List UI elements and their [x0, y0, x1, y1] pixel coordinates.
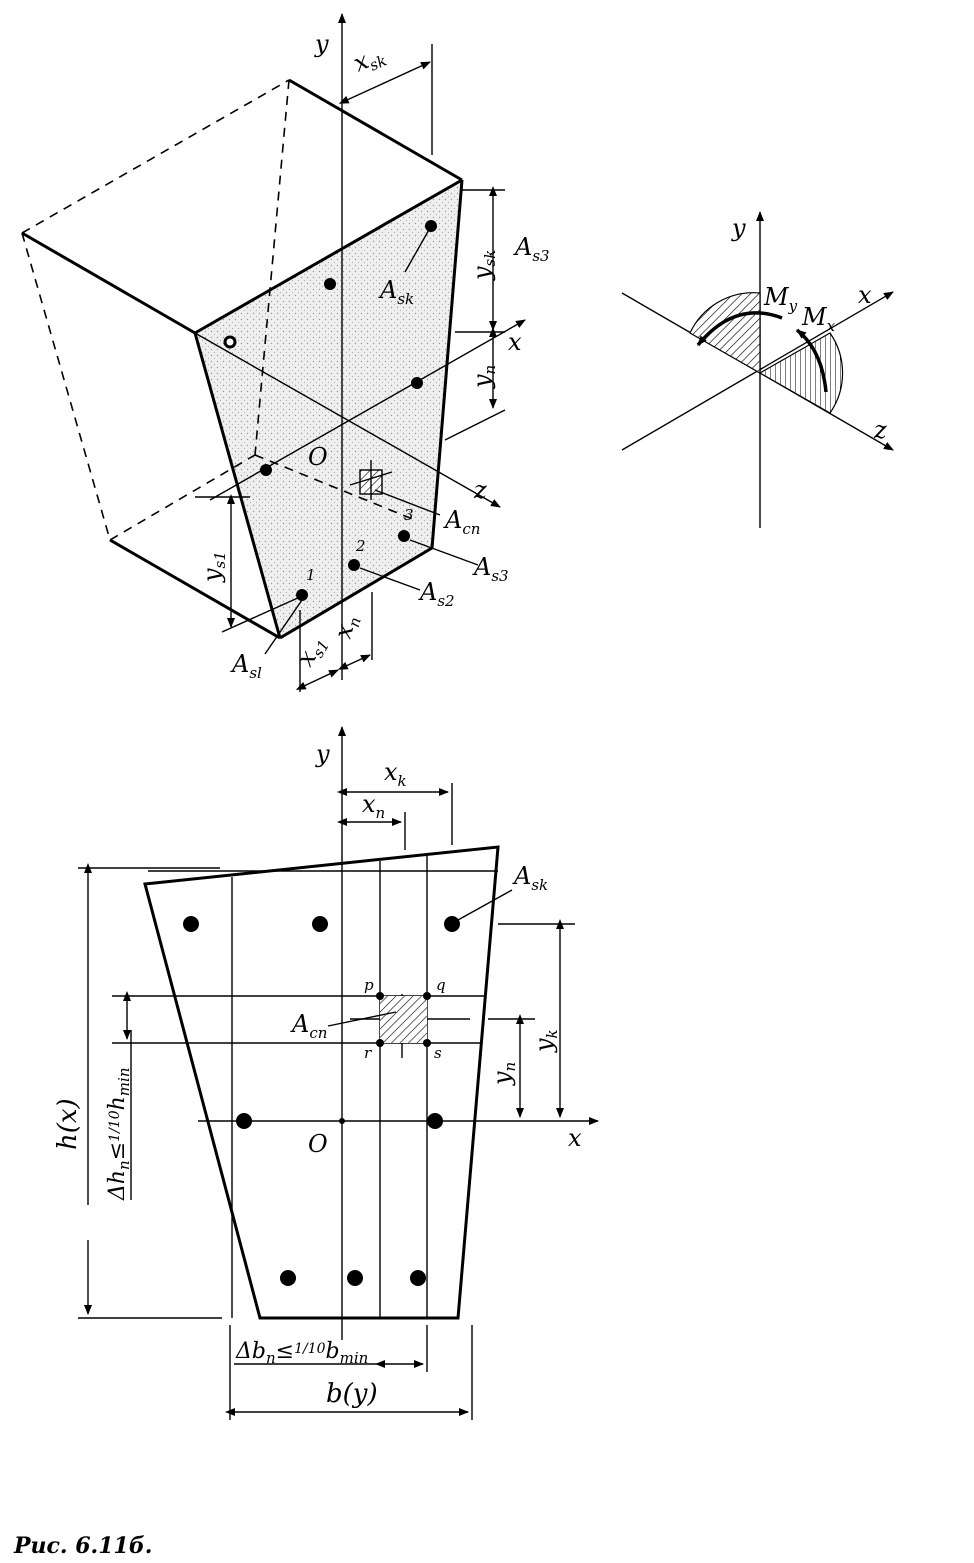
- iso-origin-label: O: [308, 443, 328, 471]
- point-p: [376, 992, 384, 1000]
- rebar-top-left: [223, 335, 237, 349]
- iso-n2-label: 2: [355, 537, 366, 555]
- rebar-sk: [425, 220, 437, 232]
- plan-rebar-2: [312, 916, 328, 932]
- plan-origin-label: O: [308, 1130, 328, 1158]
- plan-rebar-4: [236, 1113, 252, 1129]
- mom-My-label: My: [763, 283, 798, 315]
- hidden-neutral-line: [254, 454, 416, 521]
- plan-x-n-label: xn: [362, 790, 385, 822]
- point-r: [376, 1039, 384, 1047]
- plan-y-label: y: [315, 740, 330, 768]
- plan-rebar-1: [183, 916, 199, 932]
- plan-rebar-6: [280, 1270, 296, 1286]
- iso-x-axis-label: x: [508, 328, 522, 356]
- iso-A-s3-top-label: As3: [513, 233, 550, 265]
- front-top-edge: [194, 178, 463, 335]
- rebar-top-mid: [324, 278, 336, 290]
- plan-rebar-5: [427, 1113, 443, 1129]
- front-bottom-edge: [279, 546, 433, 640]
- iso-A-s3-label: As3: [472, 553, 509, 585]
- plan-rebar-7: [347, 1270, 363, 1286]
- hidden-left-edge: [21, 232, 111, 541]
- plan-s-label: s: [434, 1044, 442, 1062]
- plan-elemental-area: [380, 996, 427, 1043]
- rebar-1: [296, 589, 308, 601]
- iso-y-sk-label: ysk: [468, 250, 499, 281]
- plan-section: [78, 726, 599, 1420]
- mom-Mx-label: Mx: [801, 303, 836, 335]
- iso-y-label: y: [314, 30, 329, 58]
- rebar-mid-left: [260, 464, 272, 476]
- iso-n3-label: 3: [404, 506, 414, 524]
- plan-r-label: r: [364, 1044, 372, 1062]
- dim-x-n: [337, 654, 371, 670]
- mom-y-label: y: [731, 214, 746, 242]
- iso-A-s2-label: As2: [418, 578, 455, 610]
- iso-z-axis-label: z: [473, 476, 487, 504]
- rebar-3: [398, 530, 410, 542]
- iso-x-n-label: xn: [329, 612, 365, 642]
- plan-q-label: q: [436, 976, 446, 994]
- section-outline: [143, 845, 500, 1320]
- figure-caption: Рис. 6.11б.: [13, 1533, 152, 1559]
- plan-y-k-label: yk: [530, 1029, 561, 1053]
- iso-y-s1-label: ys1: [198, 551, 229, 583]
- plan-y-n-label: yn: [488, 1062, 519, 1086]
- plan-x-k-label: xk: [384, 758, 407, 790]
- rebar-2: [348, 559, 360, 571]
- dim-x-sk: [338, 61, 431, 104]
- top-left-edge: [21, 231, 196, 335]
- iso-z-axis: [194, 332, 501, 508]
- plan-delta-b-label: Δbn≤1/10bmin: [235, 1339, 368, 1367]
- moment-Mx-sector: [758, 332, 844, 414]
- moment-My-arrow: [696, 311, 783, 347]
- rebar-mid-right: [411, 377, 423, 389]
- plan-delta-h-label: Δhn≤1/10hmin: [105, 1068, 133, 1201]
- plan-rebar-3: [444, 916, 460, 932]
- plan-x-label: x: [568, 1124, 582, 1152]
- plan-A-cn-label: Acn: [290, 1010, 327, 1042]
- plan-rebar-8: [410, 1270, 426, 1286]
- iso-A-cn-label: Acn: [443, 506, 480, 538]
- hidden-bottom-edge: [109, 454, 256, 541]
- plan-b-y-label: b(y): [326, 1379, 378, 1409]
- iso-x-s1-label: xs1: [291, 630, 333, 672]
- front-left-edge: [193, 332, 282, 639]
- dim-x-s1: [295, 669, 339, 690]
- iso-A-sk-label: Ask: [378, 276, 414, 308]
- iso-y-n-label: yn: [468, 365, 499, 389]
- plan-h-x-label: h(x): [53, 1098, 83, 1150]
- hidden-top-edge: [21, 79, 290, 234]
- plan-A-sk-label: Ask: [512, 862, 548, 894]
- bottom-left-edge: [109, 538, 281, 640]
- iso-n1-label: 1: [306, 566, 316, 584]
- mom-x-label: x: [858, 281, 872, 309]
- point-q: [423, 992, 431, 1000]
- moment-Mx-arrow: [795, 328, 828, 393]
- moments-diagram: [621, 211, 894, 528]
- top-back-edge: [288, 78, 463, 182]
- point-s: [423, 1039, 431, 1047]
- isometric-beam: [21, 13, 526, 692]
- mom-z-label: z: [873, 416, 887, 444]
- plan-p-label: p: [364, 976, 374, 994]
- moment-My-sector: [689, 292, 761, 375]
- iso-x-sk-label: xsk: [349, 40, 389, 81]
- iso-A-s1-label: Asl: [230, 650, 262, 682]
